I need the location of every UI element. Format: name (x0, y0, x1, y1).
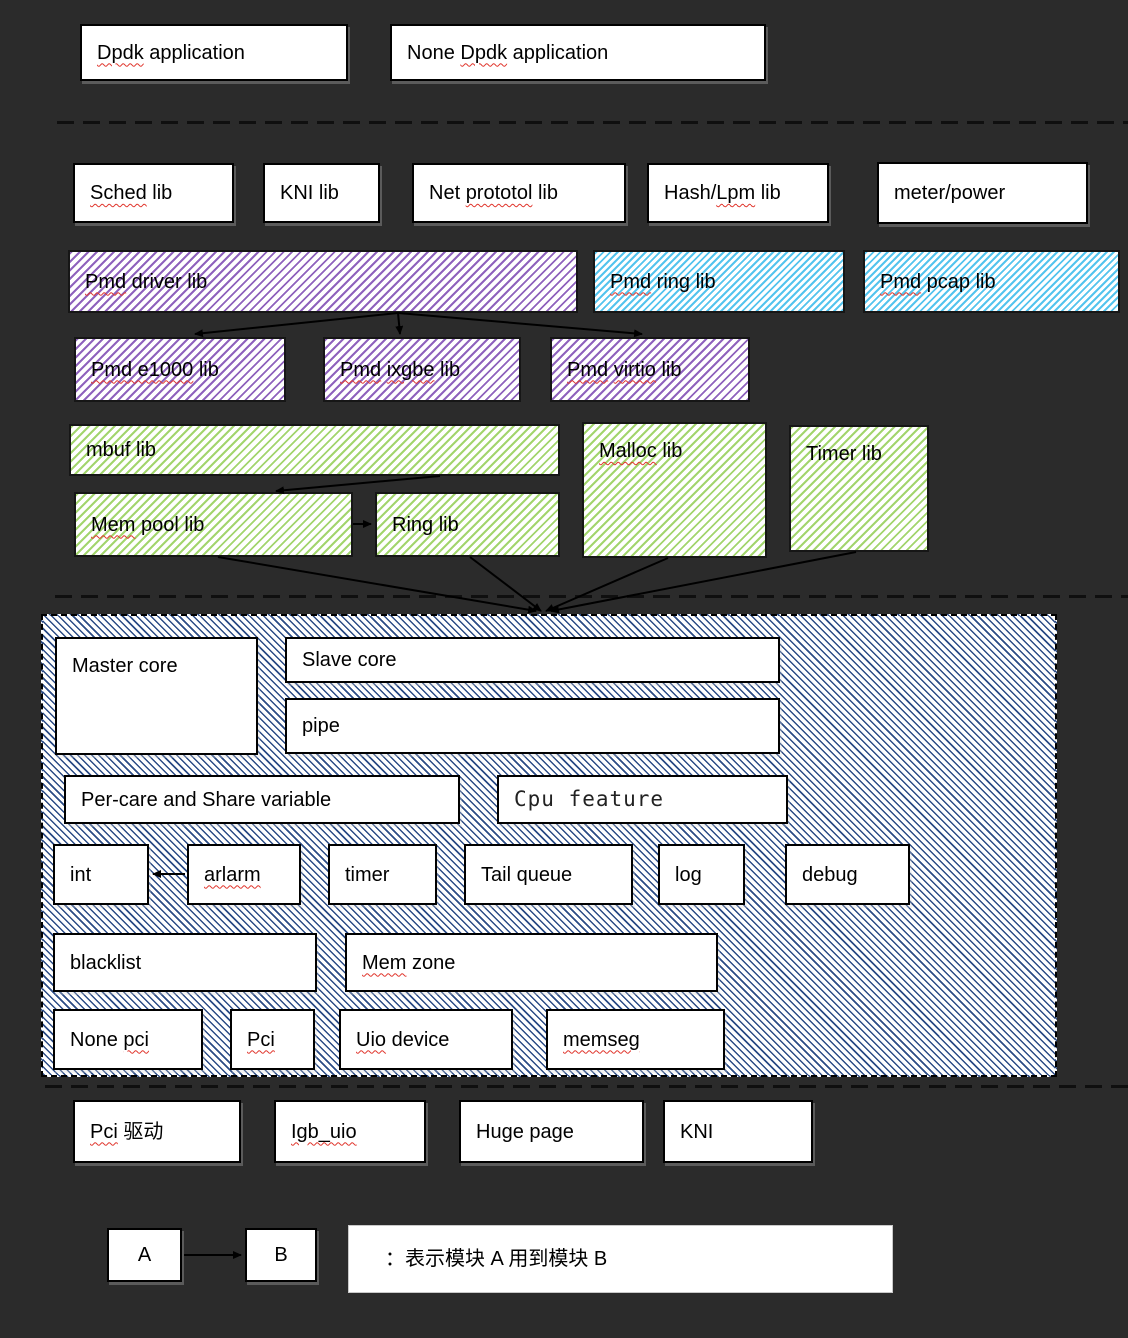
box-label: Per-care and Share variable (81, 788, 332, 811)
box-ring-lib: Ring lib (375, 492, 560, 557)
box-label: Pmd e1000 lib (91, 358, 219, 381)
box-label: memseg (563, 1028, 640, 1051)
box-label: Pmd virtio lib (567, 358, 682, 381)
arrow-line (217, 556, 537, 614)
dashed-separator-top (57, 121, 1128, 124)
arrow-line (545, 557, 669, 612)
arrow-line (397, 312, 643, 338)
box-pmd-ixgbe-lib: Pmd ixgbe lib (323, 337, 521, 402)
box-label: Ring lib (392, 513, 459, 536)
box-master-core: Master core (55, 637, 258, 755)
box-pci: Pci (230, 1009, 315, 1070)
box-uio-device: Uio device (339, 1009, 513, 1070)
box-kni: KNI (663, 1100, 813, 1163)
box-pmd-driver-lib: Pmd driver lib (68, 250, 578, 313)
box-label: Pmd ring lib (610, 270, 716, 293)
box-label: Net prototol lib (429, 182, 558, 204)
box-label: Uio device (356, 1028, 450, 1051)
box-pmd-pcap-lib: Pmd pcap lib (863, 250, 1120, 313)
box-label: Master core (72, 655, 178, 677)
box-label: Pmd ixgbe lib (340, 358, 461, 381)
box-label: KNI lib (280, 182, 339, 204)
box-mbuf-lib: mbuf lib (69, 424, 560, 476)
dashed-separator-middle (55, 595, 1128, 598)
box-label: Sched lib (90, 182, 173, 204)
legend-note: ：表示模块 A 用到模块 B (348, 1225, 893, 1293)
box-pmd-virtio-lib: Pmd virtio lib (550, 337, 750, 402)
box-label: Mem pool lib (91, 513, 205, 536)
box-label: Huge page (476, 1120, 574, 1143)
box-tail-queue: Tail queue (464, 844, 633, 905)
box-label: None pci (70, 1028, 149, 1051)
box-label: KNI (680, 1120, 714, 1143)
box-label: int (70, 863, 92, 886)
box-timer: timer (328, 844, 437, 905)
box-label: Pmd pcap lib (880, 270, 996, 293)
box-pmd-ring-lib: Pmd ring lib (593, 250, 845, 313)
box-int: int (53, 844, 149, 905)
box-blacklist: blacklist (53, 933, 317, 992)
box-mem-zone: Mem zone (345, 933, 718, 992)
box-mem-pool-lib: Mem pool lib (74, 492, 353, 557)
box-label: Mem zone (362, 951, 456, 974)
box-label: Pmd driver lib (85, 270, 208, 293)
dashed-separator-bottom (45, 1085, 1128, 1088)
box-label: pipe (302, 715, 340, 737)
box-label: A (137, 1244, 152, 1266)
box-memseg: memseg (546, 1009, 725, 1070)
box-arlarm: arlarm (187, 844, 301, 905)
box-pmd-e1000-lib: Pmd e1000 lib (74, 337, 286, 402)
box-label: None Dpdk application (407, 41, 609, 64)
arrow-line (395, 312, 404, 335)
box-label: log (675, 863, 702, 886)
box-label: Hash/Lpm lib (664, 182, 781, 204)
box-pipe: pipe (285, 698, 780, 754)
arrow-line (194, 312, 399, 338)
box-label: Tail queue (481, 863, 573, 886)
box-pci-driver: Pci 驱动 (73, 1100, 241, 1163)
box-label: Pci 驱动 (90, 1120, 164, 1143)
box-huge-page: Huge page (459, 1100, 644, 1163)
box-igb-uio: Igb_uio (274, 1100, 426, 1163)
box-meter-power: meter/power (877, 162, 1088, 224)
box-cpu-feature: Cpu feature (497, 775, 788, 824)
box-label: mbuf lib (86, 439, 157, 461)
box-label: B (274, 1244, 288, 1266)
box-slave-core: Slave core (285, 637, 780, 683)
legend-note-text: ：表示模块 A 用到模块 B (385, 1248, 608, 1270)
arrow-line (550, 551, 857, 614)
box-label: arlarm (204, 863, 261, 886)
box-net-protocol-lib: Net prototol lib (412, 163, 626, 223)
box-hash-lpm-lib: Hash/Lpm lib (647, 163, 829, 223)
box-label: timer (345, 863, 390, 886)
box-label: Malloc lib (599, 440, 683, 462)
box-label: Pci (247, 1028, 275, 1051)
box-dpdk-application: Dpdk application (80, 24, 348, 81)
box-log: log (658, 844, 745, 905)
box-debug: debug (785, 844, 910, 905)
box-malloc-lib: Malloc lib (582, 422, 767, 558)
box-label: meter/power (894, 182, 1006, 204)
box-label: debug (802, 863, 858, 886)
arrow-line (469, 556, 542, 612)
box-kni-lib: KNI lib (263, 163, 380, 223)
box-label: blacklist (70, 951, 142, 974)
box-none-pci: None pci (53, 1009, 203, 1070)
box-timer-lib: Timer lib (789, 425, 929, 552)
box-none-dpdk-application: None Dpdk application (390, 24, 766, 81)
box-label: Cpu feature (514, 786, 665, 811)
box-label: Dpdk application (97, 41, 245, 64)
box-label: Slave core (302, 649, 397, 671)
arrow-line (275, 475, 441, 495)
box-label: Timer lib (806, 443, 882, 465)
box-per-care-share-variable: Per-care and Share variable (64, 775, 460, 824)
box-sched-lib: Sched lib (73, 163, 234, 223)
legend-box-b: B (245, 1228, 317, 1282)
legend-box-a: A (107, 1228, 182, 1282)
box-label: Igb_uio (291, 1120, 357, 1143)
